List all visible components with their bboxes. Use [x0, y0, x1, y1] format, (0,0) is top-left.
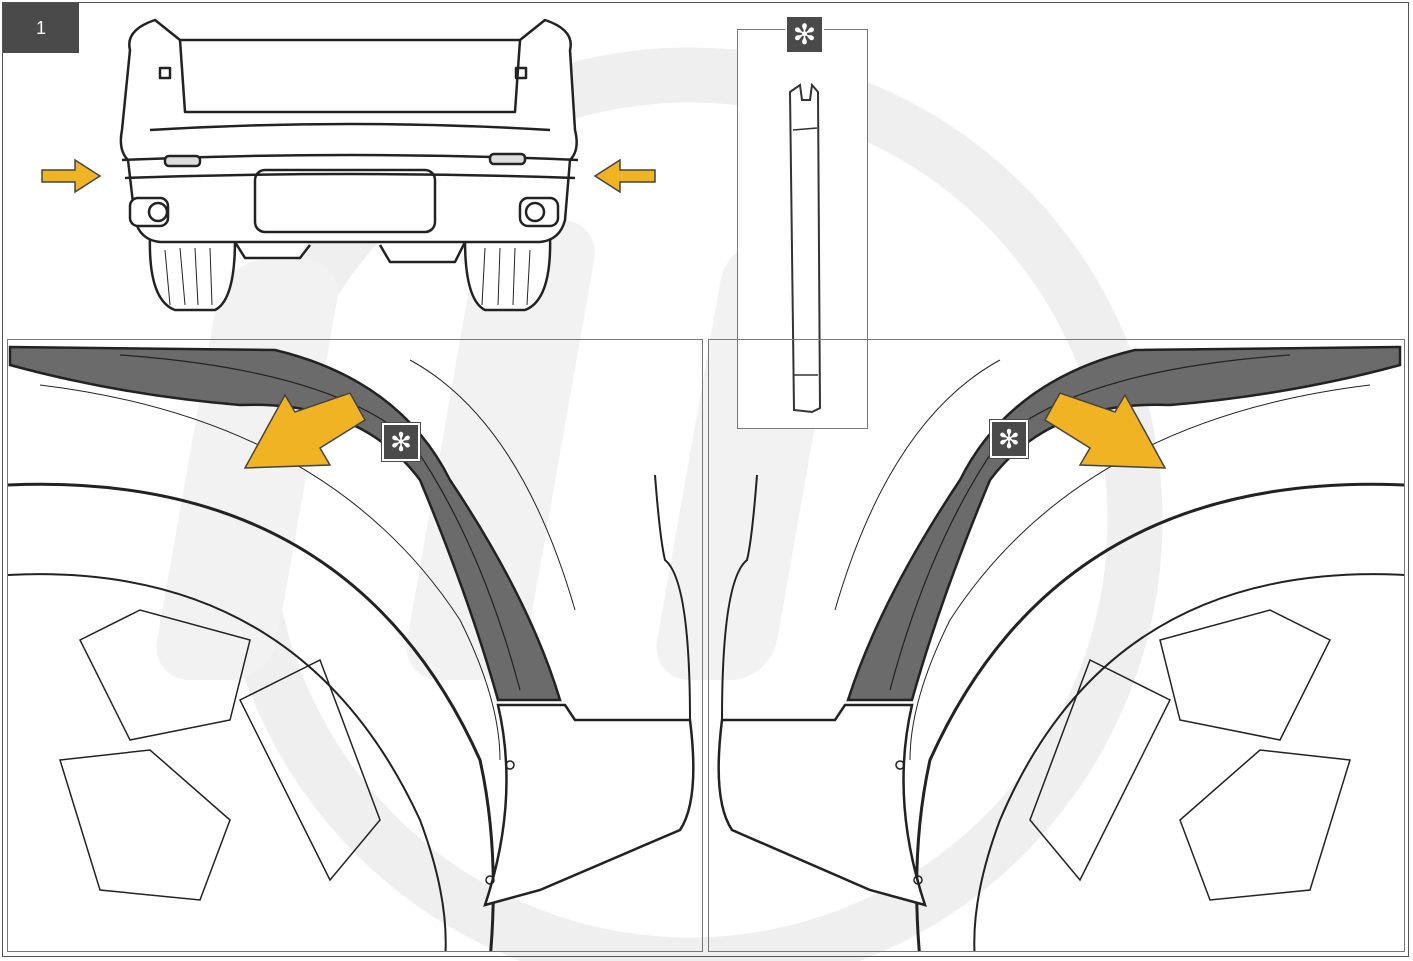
step-number-badge: 1 — [3, 3, 79, 53]
asterisk-icon: ✻ — [785, 15, 824, 54]
asterisk-icon: ✻ — [989, 419, 1029, 459]
detail-panel-right — [708, 339, 1405, 952]
detail-panel-left — [7, 339, 703, 952]
asterisk-icon: ✻ — [381, 422, 421, 462]
arrow-right-icon — [41, 158, 102, 194]
arrow-left-icon — [593, 158, 656, 194]
pull-arrow-icon — [1043, 392, 1167, 469]
pull-arrow-icon — [243, 392, 367, 469]
